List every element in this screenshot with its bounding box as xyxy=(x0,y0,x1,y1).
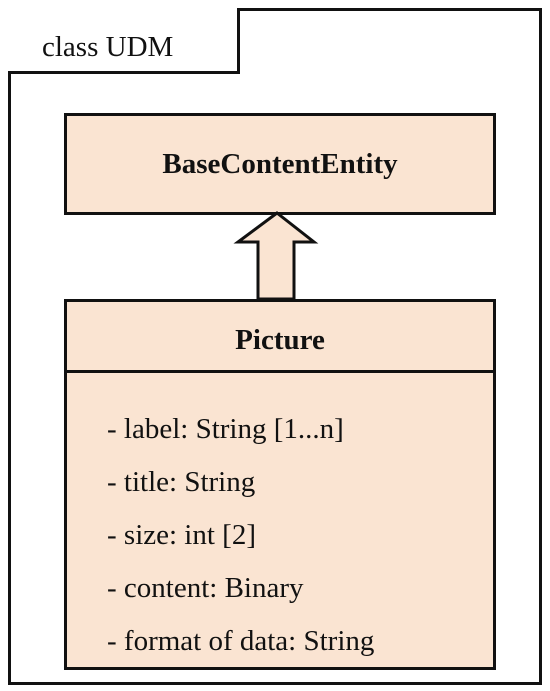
attribute-size: - size: int [2] xyxy=(107,519,256,551)
frame-title: class UDM xyxy=(42,31,174,63)
picture-class: Picture - label: String [1...n] - title:… xyxy=(64,299,496,670)
attribute-label: - label: String [1...n] xyxy=(107,413,344,445)
attribute-title: - title: String xyxy=(107,466,256,498)
picture-class-header: Picture xyxy=(67,302,493,373)
picture-class-name: Picture xyxy=(235,324,325,356)
attribute-content: - content: Binary xyxy=(107,572,304,604)
attribute-format-of-data: - format of data: String xyxy=(107,625,375,657)
picture-attribute-list: - label: String [1...n] - title: String … xyxy=(107,403,374,668)
base-content-entity-class: BaseContentEntity xyxy=(64,113,496,215)
frame-name-tab xyxy=(8,8,240,74)
base-class-name: BaseContentEntity xyxy=(162,148,398,180)
